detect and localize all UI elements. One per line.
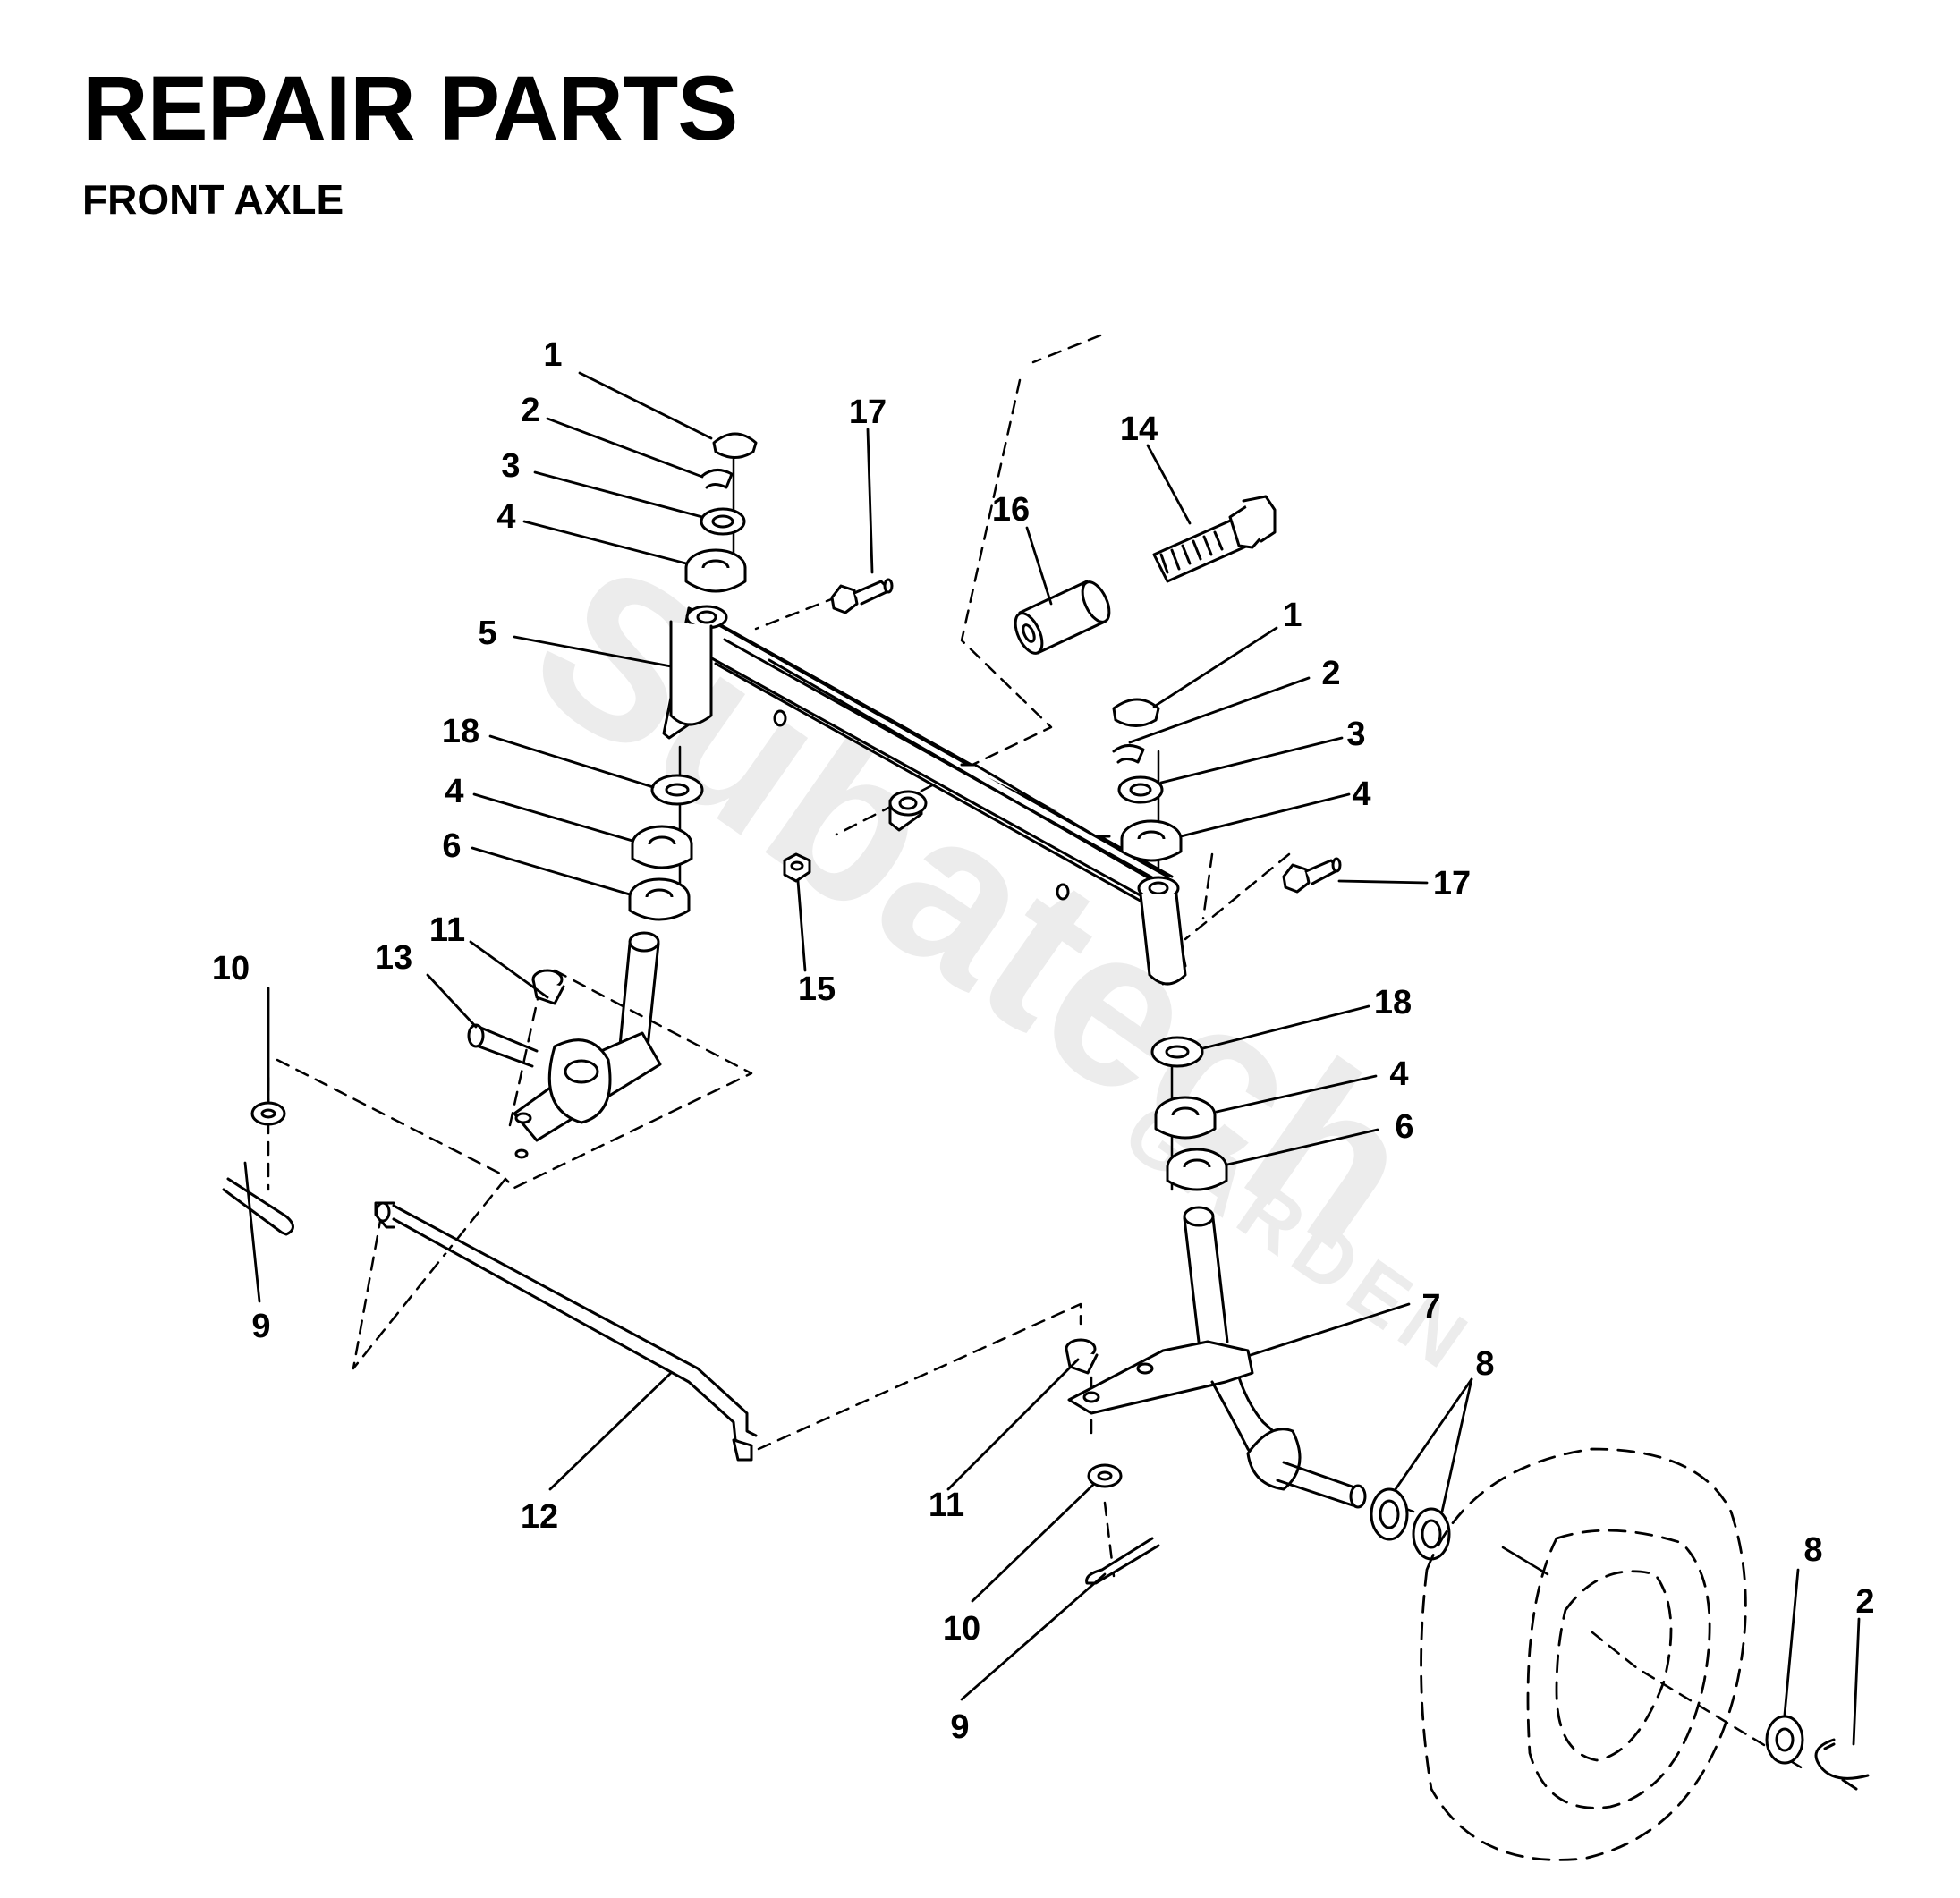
callout-4: 4: [1389, 1055, 1408, 1093]
callout-6: 6: [1395, 1108, 1413, 1146]
callout-2: 2: [1321, 655, 1340, 692]
callout-14: 14: [1120, 411, 1158, 448]
callout-16: 16: [992, 491, 1030, 529]
callout-9: 9: [950, 1708, 969, 1746]
left-spindle: [467, 931, 662, 1159]
callout-10: 10: [212, 950, 250, 987]
callout-2: 2: [521, 392, 539, 429]
bushing: [1014, 580, 1111, 655]
callout-9: 9: [251, 1308, 270, 1345]
leader-lines: [243, 371, 1861, 1746]
bolt: [1152, 495, 1277, 583]
left-upper-hardware: [684, 432, 758, 593]
grease-fitting-left: [830, 578, 894, 614]
callout-8: 8: [1475, 1345, 1494, 1383]
callout-3: 3: [1346, 716, 1365, 753]
callout-7: 7: [1421, 1288, 1440, 1326]
callout-4: 4: [445, 773, 463, 810]
axle-beam: [662, 605, 1187, 986]
callout-12: 12: [521, 1498, 558, 1536]
right-spindle: [1065, 1206, 1367, 1509]
callout-10: 10: [943, 1610, 980, 1648]
callout-15: 15: [798, 970, 836, 1008]
watermark: Subatech GARDEN: [492, 514, 1489, 1391]
callout-11: 11: [429, 911, 465, 949]
callout-5: 5: [478, 614, 496, 652]
callout-8: 8: [1803, 1531, 1822, 1569]
callout-1: 1: [543, 336, 562, 374]
wheel-tire: [1420, 1447, 1747, 1861]
left-washer-cotter: [222, 1101, 294, 1236]
page-subtitle: FRONT AXLE: [82, 176, 344, 223]
callout-13: 13: [375, 939, 412, 977]
page-title: REPAIR PARTS: [82, 57, 738, 159]
grease-fitting-right: [1282, 857, 1342, 894]
callout-11: 11: [929, 1487, 964, 1524]
callout-3: 3: [501, 447, 520, 485]
callout-18: 18: [1374, 984, 1412, 1021]
callout-17: 17: [849, 394, 887, 431]
right-washers: [1085, 1463, 1870, 1791]
callout-labels: 1 2 3 4 5 18 4 6 11 13 10 9 17 14 16 1 2…: [212, 336, 1875, 1746]
callout-6: 6: [442, 827, 461, 865]
callout-1: 1: [1283, 597, 1302, 634]
nut: [783, 852, 811, 883]
tie-rod: [374, 1201, 758, 1462]
right-upper-hardware: [1112, 698, 1183, 862]
callout-4: 4: [1352, 775, 1370, 813]
left-lower-hardware: [628, 774, 704, 921]
callout-17: 17: [1433, 865, 1471, 902]
right-lower-hardware: [1150, 1036, 1228, 1191]
callout-2: 2: [1855, 1583, 1874, 1621]
callout-18: 18: [442, 713, 479, 750]
callout-4: 4: [496, 498, 515, 536]
